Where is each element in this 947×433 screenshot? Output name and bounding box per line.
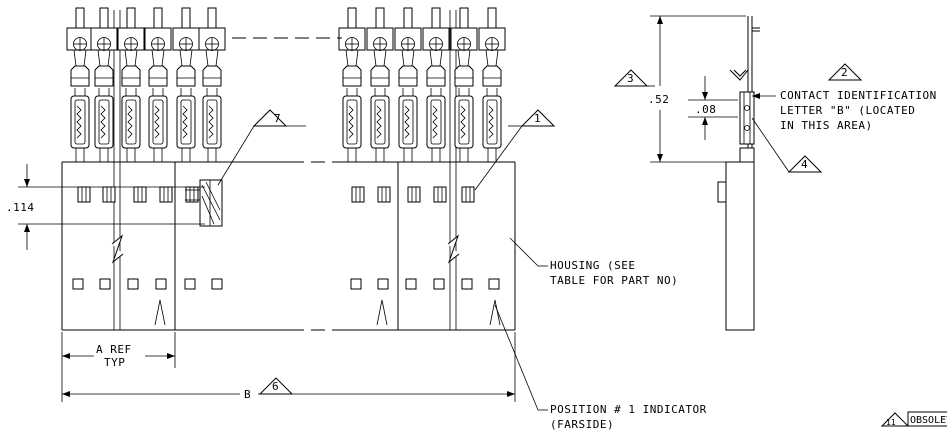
terminal: [422, 7, 450, 162]
housing-contact: [185, 186, 199, 203]
dim-a-typ-label: TYP: [104, 356, 125, 369]
housing-hole: [405, 278, 417, 290]
terminal: [172, 7, 200, 162]
obsolete-label: OBSOLETE: [910, 415, 947, 426]
housing-hole: [377, 278, 389, 290]
housing-label-1: HOUSING (SEE: [550, 259, 635, 272]
housing-contact: [159, 186, 173, 203]
svg-text:6: 6: [272, 380, 279, 393]
housing-hole: [433, 278, 445, 290]
dim-a-ref-label: A REF: [96, 343, 132, 356]
housing-callout: HOUSING (SEE TABLE FOR PART NO): [509, 237, 678, 287]
housing-contact: [133, 186, 147, 203]
housing-contact: [77, 186, 91, 203]
dimension-008: .08: [688, 76, 738, 140]
position-label-2: (FARSIDE): [550, 418, 614, 431]
contact-id-label-2: LETTER "B" (LOCATED: [780, 104, 915, 117]
dimension-b: B: [61, 332, 516, 402]
terminal: [144, 7, 172, 162]
position-callout: POSITION # 1 INDICATOR (FARSIDE): [494, 304, 707, 431]
terminal: [478, 7, 506, 162]
svg-text:2: 2: [841, 66, 848, 79]
terminal: [198, 7, 226, 162]
svg-text:3: 3: [627, 72, 634, 85]
housing-hole: [99, 278, 111, 290]
housing-hole: [350, 278, 362, 290]
terminal: [117, 7, 145, 162]
note-3-triangle: 3: [613, 69, 655, 87]
terminal: [66, 7, 94, 162]
housing-contact: [102, 186, 116, 203]
dimension-052: .52: [648, 15, 746, 163]
dimension-114: .114: [6, 164, 205, 250]
housing-contact: [407, 186, 421, 203]
housing-front-view: [61, 10, 516, 331]
contact-id-callout: 2 CONTACT IDENTIFICATION LETTER "B" (LOC…: [752, 63, 937, 132]
side-view: [717, 16, 760, 331]
contact-id-label-1: CONTACT IDENTIFICATION: [780, 89, 937, 102]
housing-contact: [377, 186, 391, 203]
terminal-strip-left: [66, 7, 226, 162]
contact-id-label-3: IN THIS AREA): [780, 119, 873, 132]
note-1-triangle: 1: [474, 109, 556, 191]
housing-hole: [155, 278, 167, 290]
svg-text:11: 11: [886, 418, 896, 427]
svg-text:7: 7: [274, 112, 281, 125]
housing-label-2: TABLE FOR PART NO): [550, 274, 678, 287]
terminal: [338, 7, 366, 162]
note-4-triangle: 4: [751, 117, 823, 173]
svg-text:1: 1: [534, 112, 541, 125]
housing-hole: [127, 278, 139, 290]
housing-contact: [461, 186, 475, 203]
position-indicator-marks: [154, 299, 501, 326]
housing-hole: [488, 278, 500, 290]
housing-hole: [211, 278, 223, 290]
dim-b-label: B: [244, 388, 251, 401]
terminal: [366, 7, 394, 162]
terminal: [394, 7, 422, 162]
housing-square-holes: [72, 278, 500, 290]
contact-row-front: [77, 186, 475, 203]
note-6-triangle: 6: [258, 377, 294, 395]
obsolete-stamp: 11 OBSOLETE: [880, 411, 947, 427]
dim-008-label: .08: [695, 103, 716, 116]
housing-contact: [351, 186, 365, 203]
position-label-1: POSITION # 1 INDICATOR: [550, 403, 707, 416]
housing-contact: [433, 186, 447, 203]
dimension-a-ref: A REF TYP: [61, 332, 176, 369]
housing-hole: [72, 278, 84, 290]
housing-hole: [184, 278, 196, 290]
terminal: [90, 7, 118, 162]
section-contact-7: [185, 179, 223, 227]
dim-052-label: .52: [648, 93, 669, 106]
terminal: [450, 7, 478, 162]
dim-114-label: .114: [6, 201, 35, 214]
svg-text:4: 4: [801, 158, 808, 171]
terminal-strip-right: [338, 7, 506, 162]
housing-hole: [461, 278, 473, 290]
note-7-triangle: 7: [217, 109, 306, 186]
